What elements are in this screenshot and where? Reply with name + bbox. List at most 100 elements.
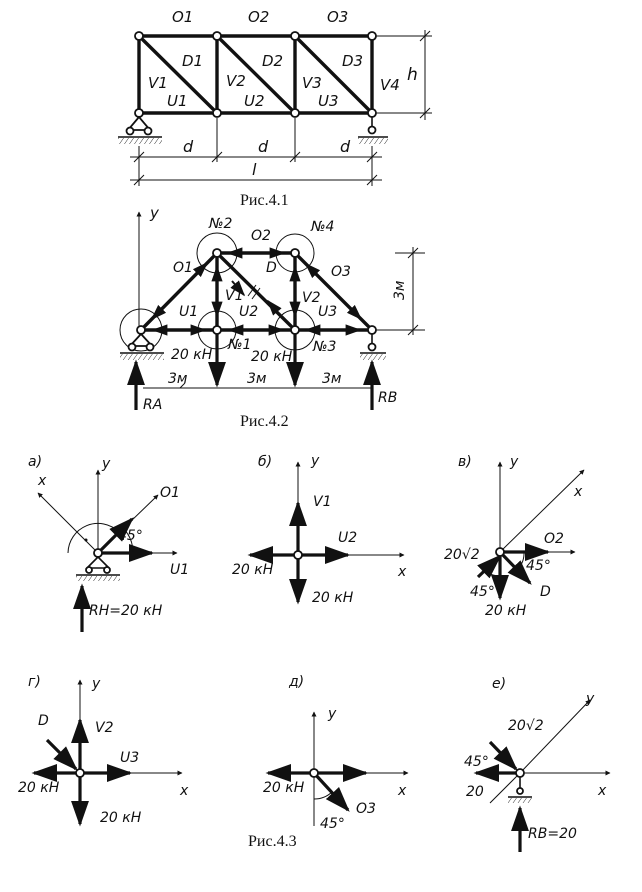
figure-4-3: а) y x O1 U1 45° RH=20 кН б) [18, 453, 611, 852]
truss-members [137, 34, 374, 115]
panel-v-angle1: 45° [526, 558, 551, 574]
label-u2b: U2 [239, 304, 258, 320]
roller-support-right [358, 117, 388, 144]
label-d3: D3 [342, 52, 363, 70]
panel-g-left: 20 кН [18, 780, 60, 796]
roller-support-right-2 [360, 334, 386, 360]
label-d2: D2 [262, 52, 283, 70]
panel-e-left: 20 [466, 784, 484, 800]
panel-e-x: x [597, 783, 607, 799]
panel-a-x: x [37, 473, 47, 489]
member-labels: O1 O2 O3 D1 D2 D3 V1 V2 V3 V4 U1 U2 U3 [148, 8, 400, 110]
label-u3: U3 [318, 92, 339, 110]
label-o3: O3 [327, 8, 348, 26]
label-v1b: V1 [225, 288, 243, 304]
panel-v-down: 20 кН [485, 603, 527, 619]
panel-v-o2: O2 [544, 531, 564, 547]
panel-e-reaction: RB=20 [528, 826, 577, 842]
panel-d: д) y x 20 кН O3 45° [263, 674, 409, 832]
label-l: l [252, 160, 257, 179]
panel-a-angle: 45° [118, 528, 143, 544]
pinned-support-left-2 [120, 332, 164, 360]
height-label: 3м [392, 280, 408, 300]
height-dimension: h [376, 30, 432, 120]
label-d-2: d [258, 137, 269, 156]
label-v1: V1 [148, 74, 168, 92]
panel-v-left: 20√2 [444, 547, 480, 563]
label-u1: U1 [167, 92, 188, 110]
panel-b-y: y [310, 453, 320, 469]
panel-b-v1: V1 [313, 494, 331, 510]
panel-b-down: 20 кН [312, 590, 354, 606]
panel-e: е) y x 20√2 20 45° RB=20 [464, 676, 611, 852]
span-dimensions: d d d l [130, 118, 382, 186]
panel-g-tag: г) [28, 674, 41, 690]
reaction-b-label: RB [378, 390, 397, 406]
figure-4-2: y [119, 204, 425, 430]
pinned-support-left [118, 115, 162, 144]
label-o1: O1 [172, 8, 193, 26]
reaction-a-label: RA [143, 397, 162, 413]
member-force-arrows [150, 247, 363, 336]
span-2-label: 3м [247, 371, 267, 387]
panel-d-tag: д) [288, 674, 304, 690]
panel-a-reaction: RH=20 кН [89, 603, 163, 619]
node-4-label: №4 [310, 219, 334, 235]
caption-fig-4-1: Рис.4.1 [240, 192, 289, 209]
panel-e-tag: е) [492, 676, 506, 692]
label-h: h [407, 65, 418, 85]
panel-b-left: 20 кН [232, 562, 274, 578]
panel-v-tag: в) [458, 454, 472, 470]
node-2-label: №2 [208, 216, 233, 232]
panel-v-angle2: 45° [470, 584, 495, 600]
label-d-3: d [340, 137, 351, 156]
label-u2: U2 [244, 92, 265, 110]
label-d-1: d [183, 137, 194, 156]
panel-d-x: x [397, 783, 407, 799]
node-1-label: №1 [227, 337, 251, 353]
load-2-label: 20 кН [251, 349, 293, 365]
panel-d-left: 20 кН [263, 780, 305, 796]
panel-b-x: x [397, 564, 407, 580]
label-v2b: V2 [302, 290, 321, 306]
truss-nodes [134, 31, 377, 118]
panel-v-d: D [540, 584, 551, 600]
panel-a-o1: O1 [160, 485, 180, 501]
label-v2: V2 [226, 72, 246, 90]
span-3-label: 3м [322, 371, 342, 387]
label-v3: V3 [302, 74, 322, 92]
axis-y-label: y [149, 204, 160, 222]
label-u3b: U3 [318, 304, 337, 320]
caption-fig-4-3: Рис.4.3 [248, 833, 297, 850]
label-o1b: O1 [173, 260, 193, 276]
panel-g-v2: V2 [95, 720, 114, 736]
panel-b-tag: б) [258, 454, 272, 470]
panel-g-down: 20 кН [100, 810, 142, 826]
panel-v-y: y [509, 454, 519, 470]
fig42-labels: №2 №4 №1 №3 O2 O1 O3 D V1 V2 U1 U2 U3 20… [143, 216, 397, 413]
panel-a-y: y [101, 456, 111, 472]
panel-g: г) y x D V2 U3 20 кН 20 кН [18, 674, 189, 827]
label-db: D [266, 260, 277, 276]
panel-e-y: y [585, 691, 595, 707]
panel-v-x: x [573, 484, 583, 500]
span-1-label: 3м [168, 371, 188, 387]
panel-e-top: 20√2 [508, 718, 544, 734]
panel-v: в) y x O2 D 20√2 20 кН 45° 45° [444, 454, 585, 619]
caption-fig-4-2: Рис.4.2 [240, 413, 289, 430]
node-cut-circles [119, 232, 316, 352]
panel-a: а) y x O1 U1 45° RH=20 кН [28, 454, 189, 632]
panel-d-y: y [327, 706, 337, 722]
figure-4-1: h d d d l O1 O2 O3 D1 D2 D [118, 8, 432, 209]
label-o3b: O3 [331, 264, 351, 280]
label-u1b: U1 [179, 304, 198, 320]
panel-g-x: x [179, 783, 189, 799]
node-3-label: №3 [312, 339, 336, 355]
panel-d-o3: O3 [356, 801, 376, 817]
label-o2b: O2 [251, 228, 271, 244]
panel-g-y: y [91, 676, 101, 692]
panel-a-tag: а) [28, 454, 42, 470]
panel-e-angle: 45° [464, 754, 489, 770]
panel-g-u3: U3 [120, 750, 139, 766]
